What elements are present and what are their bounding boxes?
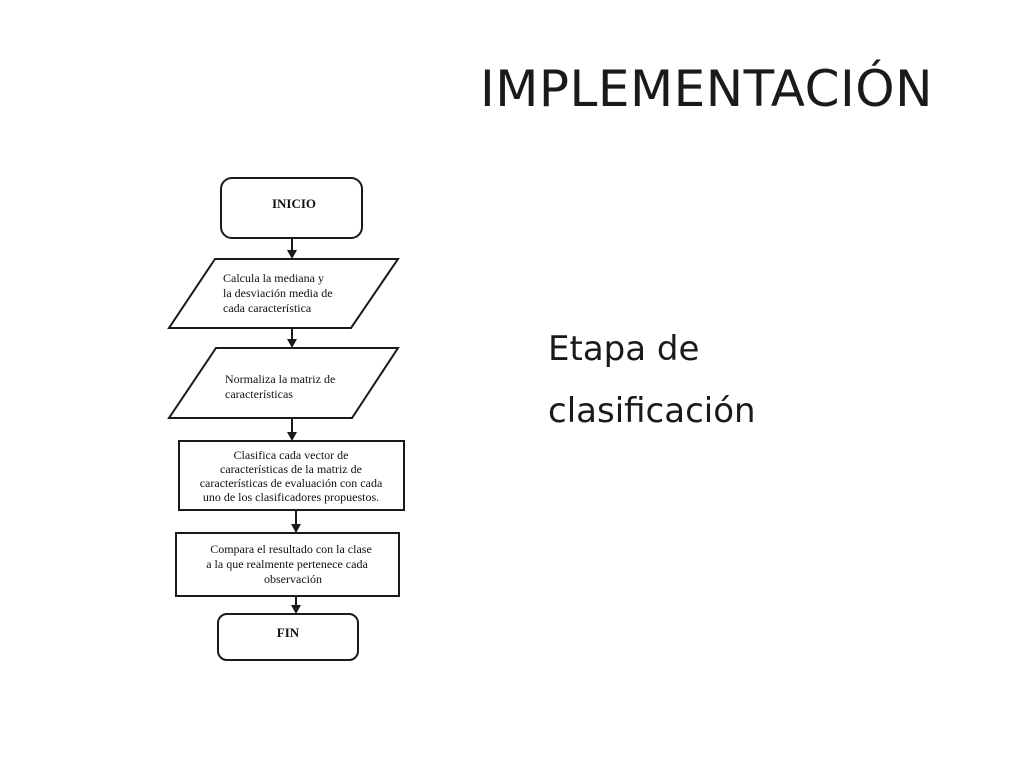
flowchart-step-4: Compara el resultado con la clase a la q… <box>175 532 400 597</box>
flow-arrow-5 <box>291 596 301 614</box>
start-label: INICIO <box>272 196 316 211</box>
flow-arrow-3 <box>287 418 297 441</box>
flow-arrow-4 <box>291 510 301 533</box>
side-text-line-1: Etapa de <box>548 329 700 369</box>
step-3-shape <box>178 440 405 511</box>
flowchart-start: INICIO <box>220 177 363 239</box>
step-1-shape <box>167 258 400 329</box>
side-text-line-2: clasificación <box>548 391 756 431</box>
step-4-line-2: a la que realmente pertenece cada <box>206 557 368 571</box>
step-3-line-3: características de evaluación con cada <box>200 476 383 490</box>
step-1-line-1: Calcula la mediana y <box>223 271 324 285</box>
step-2-line-2: características <box>225 387 293 401</box>
flowchart-step-1: Calcula la mediana y la desviación media… <box>167 258 400 329</box>
step-3-line-1: Clasifica cada vector de <box>234 448 349 462</box>
end-label: FIN <box>277 625 300 640</box>
flow-arrow-1 <box>287 238 297 259</box>
step-4-line-1: Compara el resultado con la clase <box>210 542 372 556</box>
side-text: Etapa de clasificación <box>548 318 756 442</box>
flowchart-step-3: Clasifica cada vector de características… <box>178 440 405 511</box>
step-2-shape <box>167 347 400 419</box>
flowchart-step-2: Normaliza la matriz de características <box>167 347 400 419</box>
flow-arrow-2 <box>287 328 297 348</box>
step-4-shape <box>175 532 400 597</box>
step-1-line-2: la desviación media de <box>223 286 333 300</box>
step-3-line-2: características de la matriz de <box>220 462 362 476</box>
step-3-line-4: uno de los clasificadores propuestos. <box>203 490 379 504</box>
end-terminal-shape <box>217 613 359 661</box>
flowchart-end: FIN <box>217 613 359 661</box>
step-4-line-3: observación <box>264 572 322 586</box>
slide-title: IMPLEMENTACIÓN <box>480 60 934 118</box>
step-2-line-1: Normaliza la matriz de <box>225 372 335 386</box>
step-1-line-3: cada característica <box>223 301 312 315</box>
